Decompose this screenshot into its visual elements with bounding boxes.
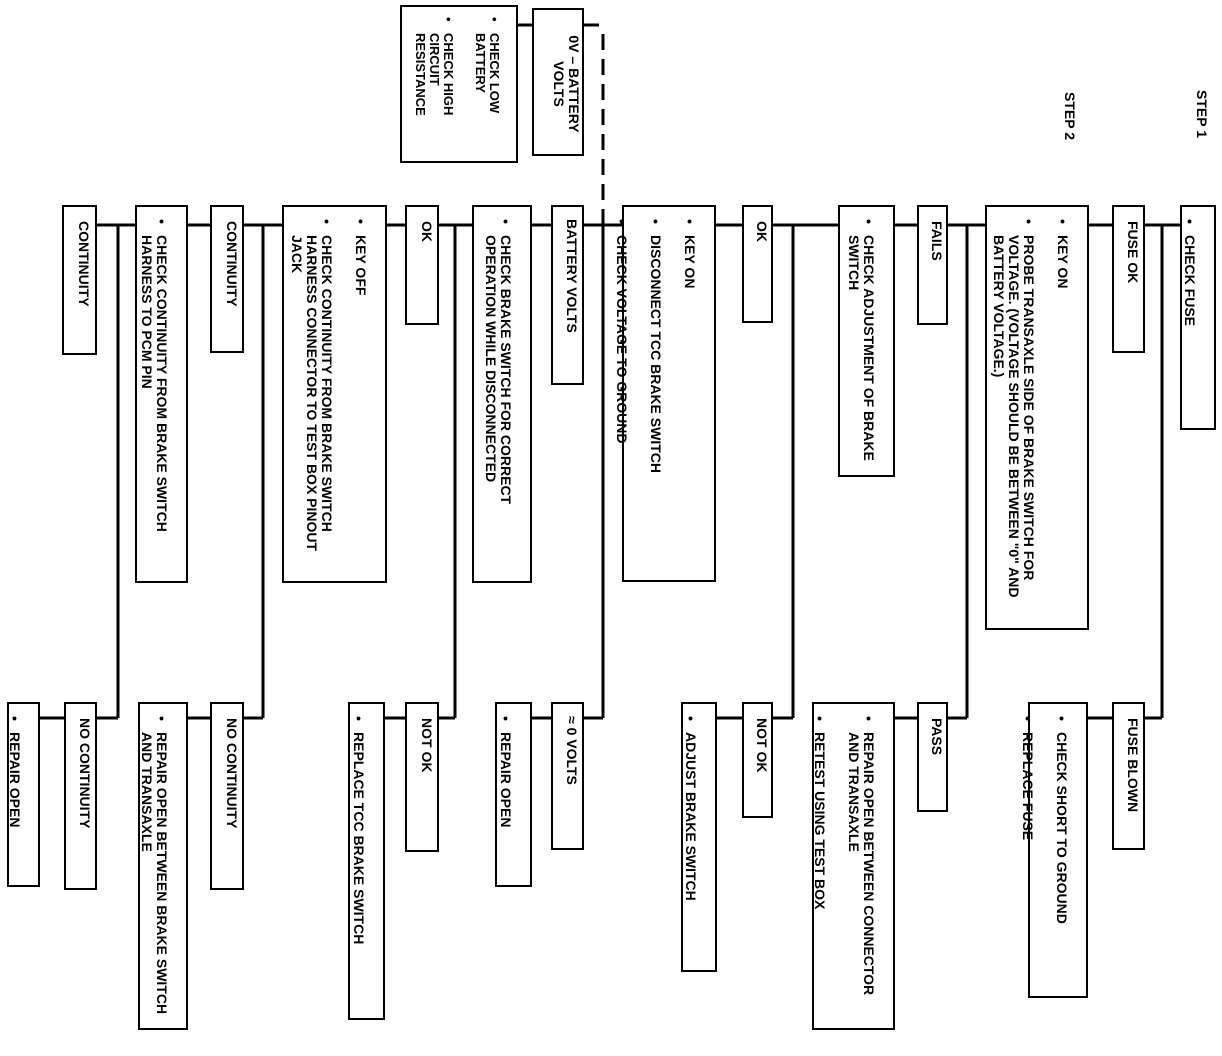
list-item: CHECK HIGH CIRCUIT RESISTANCE bbox=[413, 15, 456, 157]
no-continuity-2-label: NO CONTINUITY bbox=[77, 718, 93, 829]
pass-box: PASS bbox=[917, 702, 948, 812]
list-item: KEY ON bbox=[682, 217, 698, 574]
no-continuity-1-box: NO CONTINUITY bbox=[210, 702, 244, 890]
continuity-1-box: CONTINUITY bbox=[210, 205, 244, 353]
list-item: REPLACE FUSE bbox=[1020, 714, 1036, 990]
probe-actions-list: KEY ON PROBE TRANSAXLE SIDE OF BRAKE SWI… bbox=[991, 217, 1085, 622]
zero-battery-volts-box: 0V – BATTERY VOLTS bbox=[532, 8, 584, 156]
list-item: DISCONNECT TCC BRAKE SWITCH bbox=[648, 217, 664, 574]
no-continuity-2-box: NO CONTINUITY bbox=[64, 702, 97, 890]
fuse-blown-box: FUSE BLOWN bbox=[1112, 702, 1145, 850]
replace-tcc-box: REPLACE TCC BRAKE SWITCH bbox=[348, 702, 385, 1020]
not-ok-2-label: NOT OK bbox=[419, 718, 435, 773]
fails-label: FAILS bbox=[929, 221, 945, 261]
list-item: REPLACE TCC BRAKE SWITCH bbox=[351, 714, 367, 1012]
list-item: ADJUST BRAKE SWITCH bbox=[683, 714, 699, 964]
check-brake-switch-list: CHECK BRAKE SWITCH FOR CORRECT OPERATION… bbox=[483, 217, 528, 575]
fuse-ok-label: FUSE OK bbox=[1125, 221, 1141, 284]
not-ok-1-label: NOT OK bbox=[754, 718, 770, 773]
pass-label: PASS bbox=[929, 718, 945, 756]
check-low-battery-box: CHECK LOW BATTERY CHECK HIGH CIRCUIT RES… bbox=[400, 5, 518, 163]
list-item: REPAIR OPEN BETWEEN CONNECTOR AND TRANSA… bbox=[846, 714, 877, 1022]
list-item: CHECK CONTINUITY FROM BRAKE SWITCH HARNE… bbox=[139, 217, 170, 575]
continuity-2-label: CONTINUITY bbox=[76, 221, 92, 307]
check-low-battery-list: CHECK LOW BATTERY CHECK HIGH CIRCUIT RES… bbox=[413, 15, 515, 157]
fails-box: FAILS bbox=[917, 205, 948, 325]
repair-open-connector-box: REPAIR OPEN BETWEEN CONNECTOR AND TRANSA… bbox=[812, 702, 895, 1030]
list-item: REPAIR OPEN bbox=[7, 714, 23, 879]
repair-open-brake-transaxle-list: REPAIR OPEN BETWEEN BRAKE SWITCH AND TRA… bbox=[139, 714, 184, 1022]
key-off-continuity-box: KEY OFF CHECK CONTINUITY FROM BRAKE SWIT… bbox=[282, 205, 387, 583]
zero-battery-volts-label: 0V – BATTERY VOLTS bbox=[551, 35, 582, 133]
fuse-blown-actions-box: CHECK SHORT TO GROUND REPLACE FUSE bbox=[1020, 702, 1088, 998]
ok-1-box: OK bbox=[742, 205, 773, 323]
list-item: CHECK BRAKE SWITCH FOR CORRECT OPERATION… bbox=[483, 217, 514, 575]
check-fuse-box: CHECK FUSE bbox=[1180, 205, 1216, 430]
check-fuse-list: CHECK FUSE bbox=[1182, 217, 1212, 422]
repair-open-brake-transaxle-box: REPAIR OPEN BETWEEN BRAKE SWITCH AND TRA… bbox=[138, 702, 188, 1030]
zero-volts-box: ≈ 0 VOLTS bbox=[551, 702, 584, 850]
ok-1-label: OK bbox=[754, 221, 770, 242]
adjust-brake-switch-list: ADJUST BRAKE SWITCH bbox=[683, 714, 713, 964]
battery-volts-label: BATTERY VOLTS bbox=[564, 219, 580, 333]
list-item: CHECK VOLTAGE TO GROUND bbox=[614, 217, 630, 574]
list-item: CHECK FUSE bbox=[1182, 217, 1198, 422]
check-continuity-pcm-box: CHECK CONTINUITY FROM BRAKE SWITCH HARNE… bbox=[135, 205, 188, 583]
key-on-disconnect-list: KEY ON DISCONNECT TCC BRAKE SWITCH CHECK… bbox=[614, 217, 712, 574]
list-item: REPAIR OPEN BETWEEN BRAKE SWITCH AND TRA… bbox=[139, 714, 170, 1022]
list-item: CHECK CONTINUITY FROM BRAKE SWITCH HARNE… bbox=[289, 217, 335, 575]
check-continuity-pcm-list: CHECK CONTINUITY FROM BRAKE SWITCH HARNE… bbox=[139, 217, 184, 575]
list-item: REPAIR OPEN bbox=[498, 714, 514, 879]
repair-open-1-list: REPAIR OPEN bbox=[498, 714, 528, 879]
probe-transaxle-box: KEY ON PROBE TRANSAXLE SIDE OF BRAKE SWI… bbox=[985, 205, 1089, 630]
list-item: CHECK ADJUSTMENT OF BRAKE SWITCH bbox=[846, 217, 877, 469]
list-item: RETEST USING TEST BOX bbox=[812, 714, 828, 1022]
repair-open-connector-list: REPAIR OPEN BETWEEN CONNECTOR AND TRANSA… bbox=[812, 714, 891, 1022]
step-2-label: STEP 2 bbox=[1062, 92, 1078, 140]
battery-volts-box: BATTERY VOLTS bbox=[551, 205, 584, 385]
step-1-label: STEP 1 bbox=[1194, 90, 1210, 138]
repair-open-1-box: REPAIR OPEN bbox=[495, 702, 532, 887]
fuse-ok-box: FUSE OK bbox=[1112, 205, 1145, 353]
repair-open-2-box: REPAIR OPEN bbox=[7, 702, 40, 887]
check-adjustment-list: CHECK ADJUSTMENT OF BRAKE SWITCH bbox=[846, 217, 891, 469]
key-off-continuity-list: KEY OFF CHECK CONTINUITY FROM BRAKE SWIT… bbox=[289, 217, 383, 575]
adjust-brake-switch-box: ADJUST BRAKE SWITCH bbox=[681, 702, 717, 972]
not-ok-1-box: NOT OK bbox=[742, 702, 773, 818]
list-item: PROBE TRANSAXLE SIDE OF BRAKE SWITCH FOR… bbox=[991, 217, 1037, 622]
continuity-1-label: CONTINUITY bbox=[224, 221, 240, 307]
repair-open-2-list: REPAIR OPEN bbox=[7, 714, 37, 879]
replace-tcc-list: REPLACE TCC BRAKE SWITCH bbox=[351, 714, 381, 1012]
list-item: CHECK LOW BATTERY bbox=[473, 15, 502, 157]
not-ok-2-box: NOT OK bbox=[405, 702, 439, 852]
key-on-disconnect-box: KEY ON DISCONNECT TCC BRAKE SWITCH CHECK… bbox=[614, 205, 716, 582]
no-continuity-1-label: NO CONTINUITY bbox=[224, 718, 240, 829]
list-item: CHECK SHORT TO GROUND bbox=[1054, 714, 1070, 990]
fuse-blown-label: FUSE BLOWN bbox=[1125, 718, 1141, 813]
list-item: KEY OFF bbox=[353, 217, 369, 575]
ok-2-box: OK bbox=[405, 205, 439, 325]
continuity-2-box: CONTINUITY bbox=[62, 205, 97, 355]
ok-2-label: OK bbox=[419, 221, 435, 242]
list-item: KEY ON bbox=[1055, 217, 1071, 622]
zero-volts-label: ≈ 0 VOLTS bbox=[564, 716, 580, 785]
check-adjustment-box: CHECK ADJUSTMENT OF BRAKE SWITCH bbox=[838, 205, 895, 477]
fuse-blown-actions-list: CHECK SHORT TO GROUND REPLACE FUSE bbox=[1020, 714, 1084, 990]
check-brake-switch-box: CHECK BRAKE SWITCH FOR CORRECT OPERATION… bbox=[472, 205, 532, 583]
